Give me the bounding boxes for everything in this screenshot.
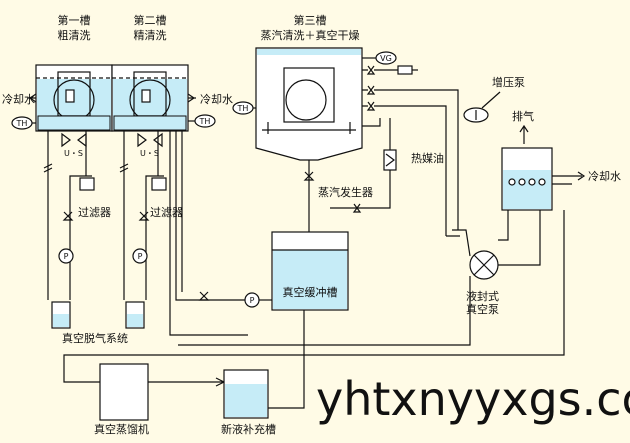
coil-icon — [187, 93, 196, 103]
tank1-title1: 第一槽 — [58, 13, 91, 27]
liquid-ring-pump — [469, 250, 499, 280]
distiller-label: 真空蒸馏机 — [94, 422, 149, 436]
tank3-title2: 蒸汽清洗＋真空干燥 — [261, 28, 360, 42]
vg-gauge: VG — [362, 51, 397, 65]
valve-icon — [198, 291, 210, 301]
filter-1 — [79, 177, 95, 191]
svg-text:TH: TH — [237, 104, 249, 113]
tank-2 — [111, 64, 189, 132]
pump-1: P — [58, 248, 74, 264]
svg-text:P: P — [250, 296, 255, 305]
cooling-water-right-label: 冷却水 — [588, 170, 621, 183]
valve-icon — [362, 65, 398, 75]
vacuum-distiller — [99, 363, 149, 421]
exhaust-label: 排气 — [512, 109, 534, 123]
buffer-tank-label: 真空缓冲槽 — [283, 285, 338, 299]
degas-label: 真空脱气系统 — [62, 331, 128, 345]
coil-icon — [28, 93, 37, 103]
svg-text:TH: TH — [16, 119, 28, 128]
tank-3 — [255, 47, 363, 161]
pump-3: P — [244, 292, 260, 308]
svg-text:P: P — [64, 252, 69, 261]
heat-oil-label: 热媒油 — [411, 151, 444, 165]
valve-icon — [362, 101, 447, 236]
valve-icon — [62, 211, 150, 221]
cooling-water-left-label: 冷却水 — [2, 93, 35, 106]
refill-label: 新液补充槽 — [221, 422, 276, 436]
condenser-tank — [501, 147, 553, 211]
svg-text:VG: VG — [380, 54, 392, 63]
vacuum-buffer-tank — [271, 231, 349, 311]
tank3-title1: 第三槽 — [294, 13, 327, 27]
pump-2: P — [132, 248, 148, 264]
valve-icon — [352, 203, 362, 213]
svg-text:U・S: U・S — [64, 149, 83, 158]
th-gauge-3: TH — [232, 101, 256, 115]
valve-icon — [303, 171, 315, 181]
th-gauge-1: TH — [11, 116, 36, 130]
liquid-ring-label-1: 液封式 — [466, 289, 499, 303]
steam-gen-label: 蒸汽发生器 — [318, 185, 373, 199]
tank2-title1: 第二槽 — [134, 13, 167, 27]
valve-icon — [362, 85, 459, 230]
cooling-water-mid-label: 冷却水 — [200, 93, 233, 106]
booster-pump-label: 增压泵 — [492, 75, 525, 89]
watermark-text: yhtxnyyxgs.cc — [316, 372, 630, 426]
svg-text:U・S: U・S — [140, 149, 159, 158]
filter-2 — [151, 177, 167, 191]
svg-text:P: P — [138, 252, 143, 261]
tank1-title2: 粗清洗 — [58, 29, 91, 42]
svg-text:TH: TH — [199, 117, 211, 126]
filter2-label: 过滤器 — [150, 206, 183, 219]
tank2-title2: 精清洗 — [134, 29, 167, 42]
us-transducer-1: U・S — [61, 132, 87, 158]
filter1-label: 过滤器 — [78, 206, 111, 219]
th-gauge-2: TH — [188, 114, 216, 128]
tank-1 — [35, 64, 113, 132]
liquid-ring-label-2: 真空泵 — [466, 302, 499, 316]
